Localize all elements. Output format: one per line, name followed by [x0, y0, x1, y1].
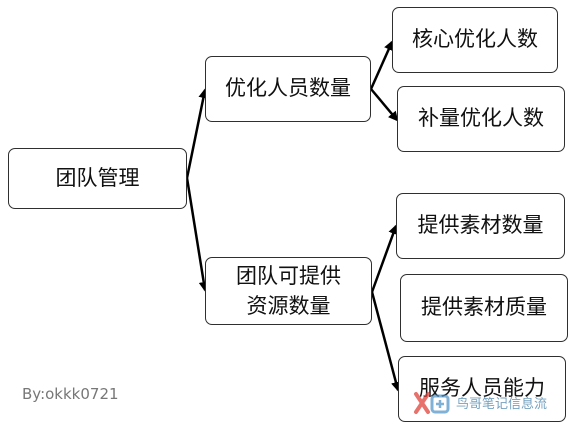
node-optimize-count: 优化人员数量: [205, 56, 371, 122]
node-optimize-count-label: 优化人员数量: [225, 76, 351, 101]
author-credit: By:okkk0721: [22, 385, 119, 403]
arrow-root-to-resources: [185, 177, 209, 292]
node-material-count: 提供素材数量: [396, 193, 565, 259]
root-node-label: 团队管理: [55, 165, 140, 190]
arrow-resources-to-material-count: [370, 224, 398, 293]
arrow-optimize-to-supplement: [370, 88, 399, 122]
node-service-ability-label: 服务人员能力: [419, 376, 545, 401]
node-resources: 团队可提供 资源数量: [205, 257, 372, 325]
node-supplement-optimize-label: 补量优化人数: [418, 106, 544, 131]
node-service-ability: 服务人员能力: [398, 356, 566, 422]
node-supplement-optimize: 补量优化人数: [397, 86, 565, 152]
node-resources-label-line1: 团队可提供: [236, 263, 341, 288]
node-material-quality: 提供素材质量: [400, 274, 568, 342]
arrow-root-to-optimize-count: [185, 88, 209, 179]
node-core-optimize-label: 核心优化人数: [412, 27, 538, 52]
arrow-optimize-to-core: [369, 40, 394, 90]
node-resources-label-line2: 资源数量: [246, 294, 331, 318]
node-core-optimize: 核心优化人数: [392, 7, 558, 73]
node-material-quality-label: 提供素材质量: [421, 295, 547, 320]
root-node-team-management: 团队管理: [8, 148, 187, 209]
arrow-resources-to-service-ability: [370, 291, 401, 392]
node-material-count-label: 提供素材数量: [417, 213, 544, 238]
